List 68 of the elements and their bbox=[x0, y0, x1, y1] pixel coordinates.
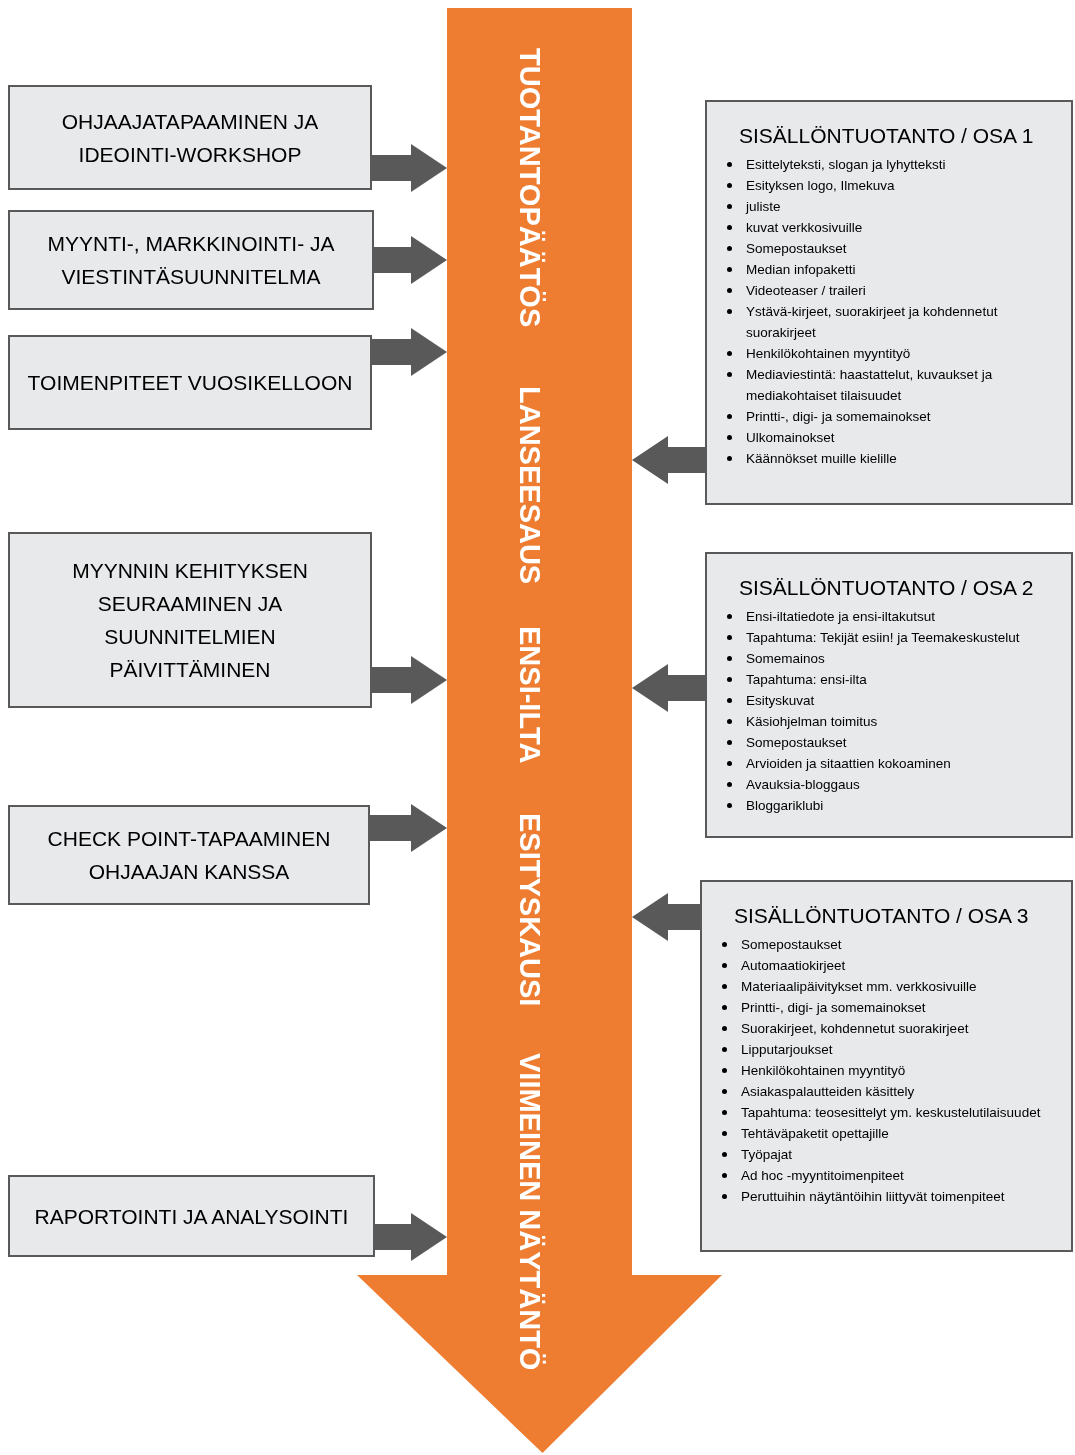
bullet-item: Peruttuihin näytäntöihin liittyvät toimenpiteet bbox=[741, 1188, 1005, 1206]
bullet-item: Lipputarjoukset bbox=[741, 1041, 833, 1059]
bullet-item: juliste bbox=[746, 198, 781, 216]
box-heading: SISÄLLÖNTUOTANTO / OSA 1 bbox=[738, 123, 1035, 149]
content-box bbox=[700, 880, 1073, 1252]
task-label: TOIMENPITEET VUOSIKELLOON bbox=[27, 370, 353, 396]
block-arrow bbox=[372, 144, 447, 192]
block-arrow bbox=[375, 1213, 447, 1261]
bullet-item: Median infopaketti bbox=[746, 261, 856, 279]
bullet-item: Henkilökohtainen myyntityö bbox=[746, 345, 911, 363]
block-arrow bbox=[632, 436, 705, 484]
bullet-item: Henkilökohtainen myyntityö bbox=[741, 1062, 906, 1080]
block-arrow bbox=[374, 236, 447, 284]
block-arrow bbox=[632, 664, 705, 712]
bullet-item: Ad hoc -myyntitoimenpiteet bbox=[741, 1167, 904, 1185]
bullet-item: Käsiohjelman toimitus bbox=[746, 713, 878, 731]
bullet-item: Somemainos bbox=[746, 650, 825, 668]
phase-label: ENSI-ILTA bbox=[515, 626, 544, 764]
task-box bbox=[8, 85, 372, 190]
bullet-item: Esittelyteksti, slogan ja lyhytteksti bbox=[746, 156, 946, 174]
bullet-item: Käännökset muille kielille bbox=[746, 450, 897, 468]
bullet-item: Ulkomainokset bbox=[746, 429, 835, 447]
bullet-item: Somepostaukset bbox=[741, 936, 842, 954]
bullet-item: Avauksia-bloggaus bbox=[746, 776, 860, 794]
task-box bbox=[8, 210, 374, 310]
bullet-item: Esityksen logo, Ilmekuva bbox=[746, 177, 895, 195]
bullet-item: Esityskuvat bbox=[746, 692, 815, 710]
task-label: CHECK POINT-TAPAAMINEN OHJAAJAN KANSSA bbox=[46, 826, 332, 885]
bullet-item: Suorakirjeet, kohdennetut suorakirjeet bbox=[741, 1020, 969, 1038]
phase-label: VIIMEINEN NÄYTÄNTÖ bbox=[515, 1053, 544, 1371]
block-arrow bbox=[372, 328, 447, 376]
box-heading: SISÄLLÖNTUOTANTO / OSA 3 bbox=[733, 903, 1030, 929]
bullet-item: Ensi-iltatiedote ja ensi-iltakutsut bbox=[746, 608, 936, 626]
bullet-item: Bloggariklubi bbox=[746, 797, 824, 815]
content-box bbox=[705, 100, 1073, 505]
bullet-item: Asiakaspalautteiden käsittely bbox=[741, 1083, 915, 1101]
phase-label: ESITYSKAUSI bbox=[515, 813, 544, 1007]
bullet-item: Somepostaukset bbox=[746, 240, 847, 258]
bullet-item: Tapahtuma: Tekijät esiin! ja Teemakeskustelut bbox=[746, 629, 1020, 647]
bullet-item: Materiaalipäivitykset mm. verkkosivuille bbox=[741, 978, 977, 996]
bullet-item: Tapahtuma: ensi-ilta bbox=[746, 671, 867, 689]
block-arrow bbox=[632, 893, 700, 941]
task-box bbox=[8, 335, 372, 430]
block-arrow bbox=[370, 804, 447, 852]
bullet-item: Somepostaukset bbox=[746, 734, 847, 752]
bullet-item: Automaatiokirjeet bbox=[741, 957, 846, 975]
content-box bbox=[705, 552, 1073, 838]
task-label: OHJAAJATAPAAMINEN JA IDEOINTI-WORKSHOP bbox=[60, 108, 320, 168]
task-box bbox=[8, 805, 370, 905]
bullet-item: Tapahtuma: teosesittelyt ym. keskustelutilaisuudet bbox=[741, 1104, 1041, 1122]
task-label: MYYNTI-, MARKKINOINTI- JA VIESTINTÄSUUNNITELMA bbox=[46, 231, 336, 290]
bullet-item: Mediaviestintä: haastattelut, kuvaukset ja mediakohtaiset tilaisuudet bbox=[746, 366, 994, 405]
phase-label: LANSEESAUS bbox=[515, 386, 544, 585]
bullet-item: Printti-, digi- ja somemainokset bbox=[746, 408, 931, 426]
bullet-item: kuvat verkkosivuille bbox=[746, 219, 863, 237]
bullet-item: Printti-, digi- ja somemainokset bbox=[741, 999, 926, 1017]
bullet-item: Työpajat bbox=[741, 1146, 793, 1164]
block-arrow bbox=[372, 656, 447, 704]
bullet-item: Ystävä-kirjeet, suorakirjeet ja kohdennetut suorakirjeet bbox=[746, 303, 999, 342]
bullet-item: Arvioiden ja sitaattien kokoaminen bbox=[746, 755, 951, 773]
box-heading: SISÄLLÖNTUOTANTO / OSA 2 bbox=[738, 575, 1035, 601]
task-box bbox=[8, 1175, 375, 1257]
bullet-item: Tehtäväpaketit opettajille bbox=[741, 1125, 889, 1143]
phase-label: TUOTANTOPÄÄTÖS bbox=[515, 48, 544, 328]
bullet-item: Videoteaser / traileri bbox=[746, 282, 866, 300]
task-label: MYYNNIN KEHITYKSEN SEURAAMINEN JA SUUNNITELMIEN PÄIVITTÄMINEN bbox=[71, 558, 309, 683]
task-label: RAPORTOINTI JA ANALYSOINTI bbox=[34, 1203, 349, 1230]
task-box bbox=[8, 532, 372, 708]
